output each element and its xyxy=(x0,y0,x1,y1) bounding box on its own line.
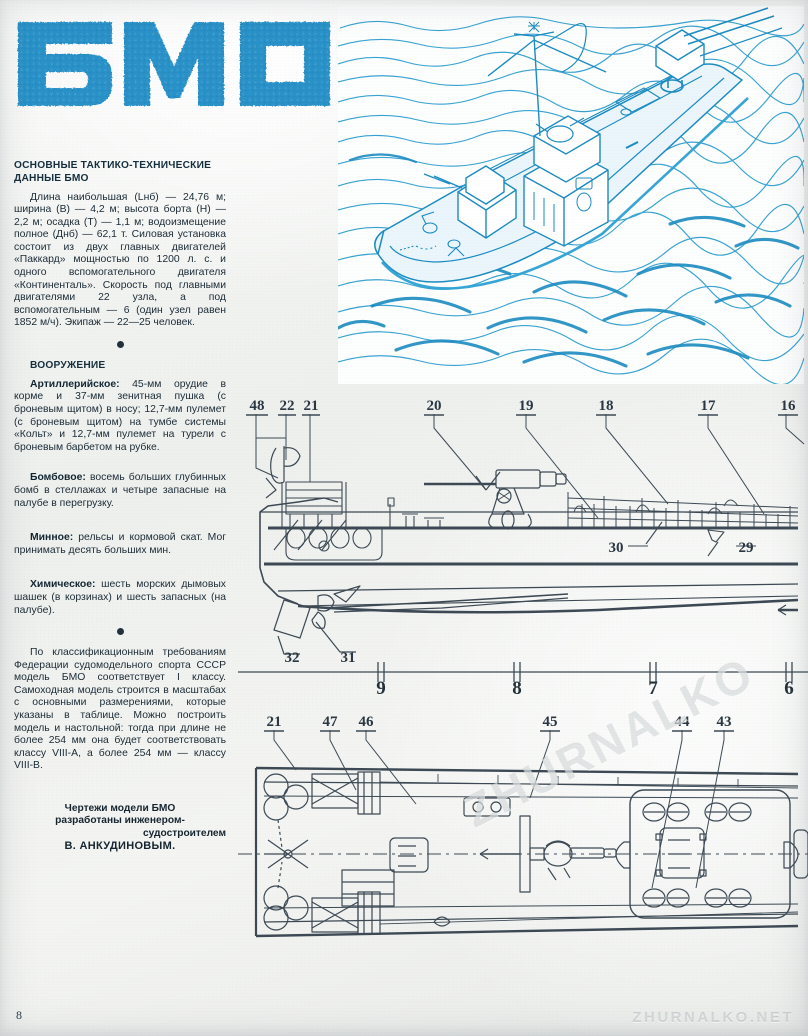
artillery-body: 45-мм орудие в корме и 37-мм зенитная пу… xyxy=(14,378,226,453)
callout-29: 29 xyxy=(739,540,754,556)
mine-paragraph: Минное: рельсы и кормовой скат. Мог прин… xyxy=(14,532,226,557)
section-divider-dot-2 xyxy=(116,628,124,636)
artillery-paragraph: Артиллерийское: 45-мм орудие в корме и 3… xyxy=(14,379,226,455)
plan-callout-43: 43 xyxy=(717,714,732,730)
masthead-title-bmo xyxy=(8,14,338,114)
ship-plan-view-drawing: 21 47 46 45 44 43 xyxy=(238,712,808,992)
artillery-label: Артиллерийское: xyxy=(30,378,120,390)
chemical-body: шесть морских дымовых шашек (в корзинах)… xyxy=(14,579,227,616)
watermark-bottom: ZHURNALKO.NET xyxy=(632,1009,794,1026)
section-divider-dot-1 xyxy=(116,341,124,349)
callout-18: 18 xyxy=(599,398,614,414)
plan-callout-44: 44 xyxy=(675,714,691,730)
station-8: 8 xyxy=(512,678,522,699)
boat-illustration xyxy=(338,6,804,384)
callout-21: 21 xyxy=(304,398,319,414)
armament-heading: ВООРУЖЕНИЕ xyxy=(30,360,106,372)
bomb-paragraph: Бомбовое: восемь больших глубинных бомб … xyxy=(14,472,226,510)
credit-line-4: В. АНКУДИНОВЫМ. xyxy=(64,840,176,853)
article-text-column: ОСНОВНЫЕ ТАКТИКО-ТЕХНИЧЕСКИЕ ДАННЫЕ БМО … xyxy=(14,160,226,853)
specs-paragraph: Длина наибольшая (Lнб) — 24,76 м; ширина… xyxy=(14,191,226,329)
bomb-label: Бомбовое: xyxy=(30,472,86,484)
chemical-paragraph: Химическое: шесть морских дымовых шашек … xyxy=(14,579,226,617)
credit-line-2: разработаны инженером- xyxy=(55,815,185,827)
callout-19: 19 xyxy=(519,398,534,414)
callout-20: 20 xyxy=(427,398,442,414)
plan-callout-47: 47 xyxy=(323,714,339,730)
drawings-credit: Чертежи модели БМО разработаны инженером… xyxy=(14,803,226,853)
credit-line-1: Чертежи модели БМО xyxy=(64,803,176,815)
station-9: 9 xyxy=(376,678,386,699)
callout-16: 16 xyxy=(781,398,797,414)
plan-callout-45: 45 xyxy=(543,714,558,730)
bomb-body: восемь больших глубинных бомб в стеллажа… xyxy=(14,472,227,509)
callout-31: 31 xyxy=(341,650,356,666)
plan-callout-21: 21 xyxy=(267,714,282,730)
ship-side-view-drawing: 48 22 21 20 19 18 17 16 30 29 32 31 9 8 … xyxy=(238,386,808,706)
station-6: 6 xyxy=(784,678,794,699)
station-7: 7 xyxy=(648,678,658,699)
chemical-label: Химическое: xyxy=(30,579,96,591)
mine-label: Минное: xyxy=(30,532,74,544)
callout-48: 48 xyxy=(250,398,265,414)
plan-callout-46: 46 xyxy=(359,714,375,730)
specs-heading: ОСНОВНЫЕ ТАКТИКО-ТЕХНИЧЕСКИЕ ДАННЫЕ БМО xyxy=(14,160,212,184)
page-number: 8 xyxy=(16,1008,22,1022)
callout-30: 30 xyxy=(609,540,624,556)
mine-body: рельсы и кормовой скат. Мог принимать де… xyxy=(14,532,227,556)
classification-paragraph: По классификационным требованиям Федерац… xyxy=(14,647,226,772)
callout-17: 17 xyxy=(701,398,717,414)
callout-32: 32 xyxy=(285,650,300,666)
callout-22: 22 xyxy=(280,398,295,414)
credit-line-3: судостроителем xyxy=(142,827,226,839)
